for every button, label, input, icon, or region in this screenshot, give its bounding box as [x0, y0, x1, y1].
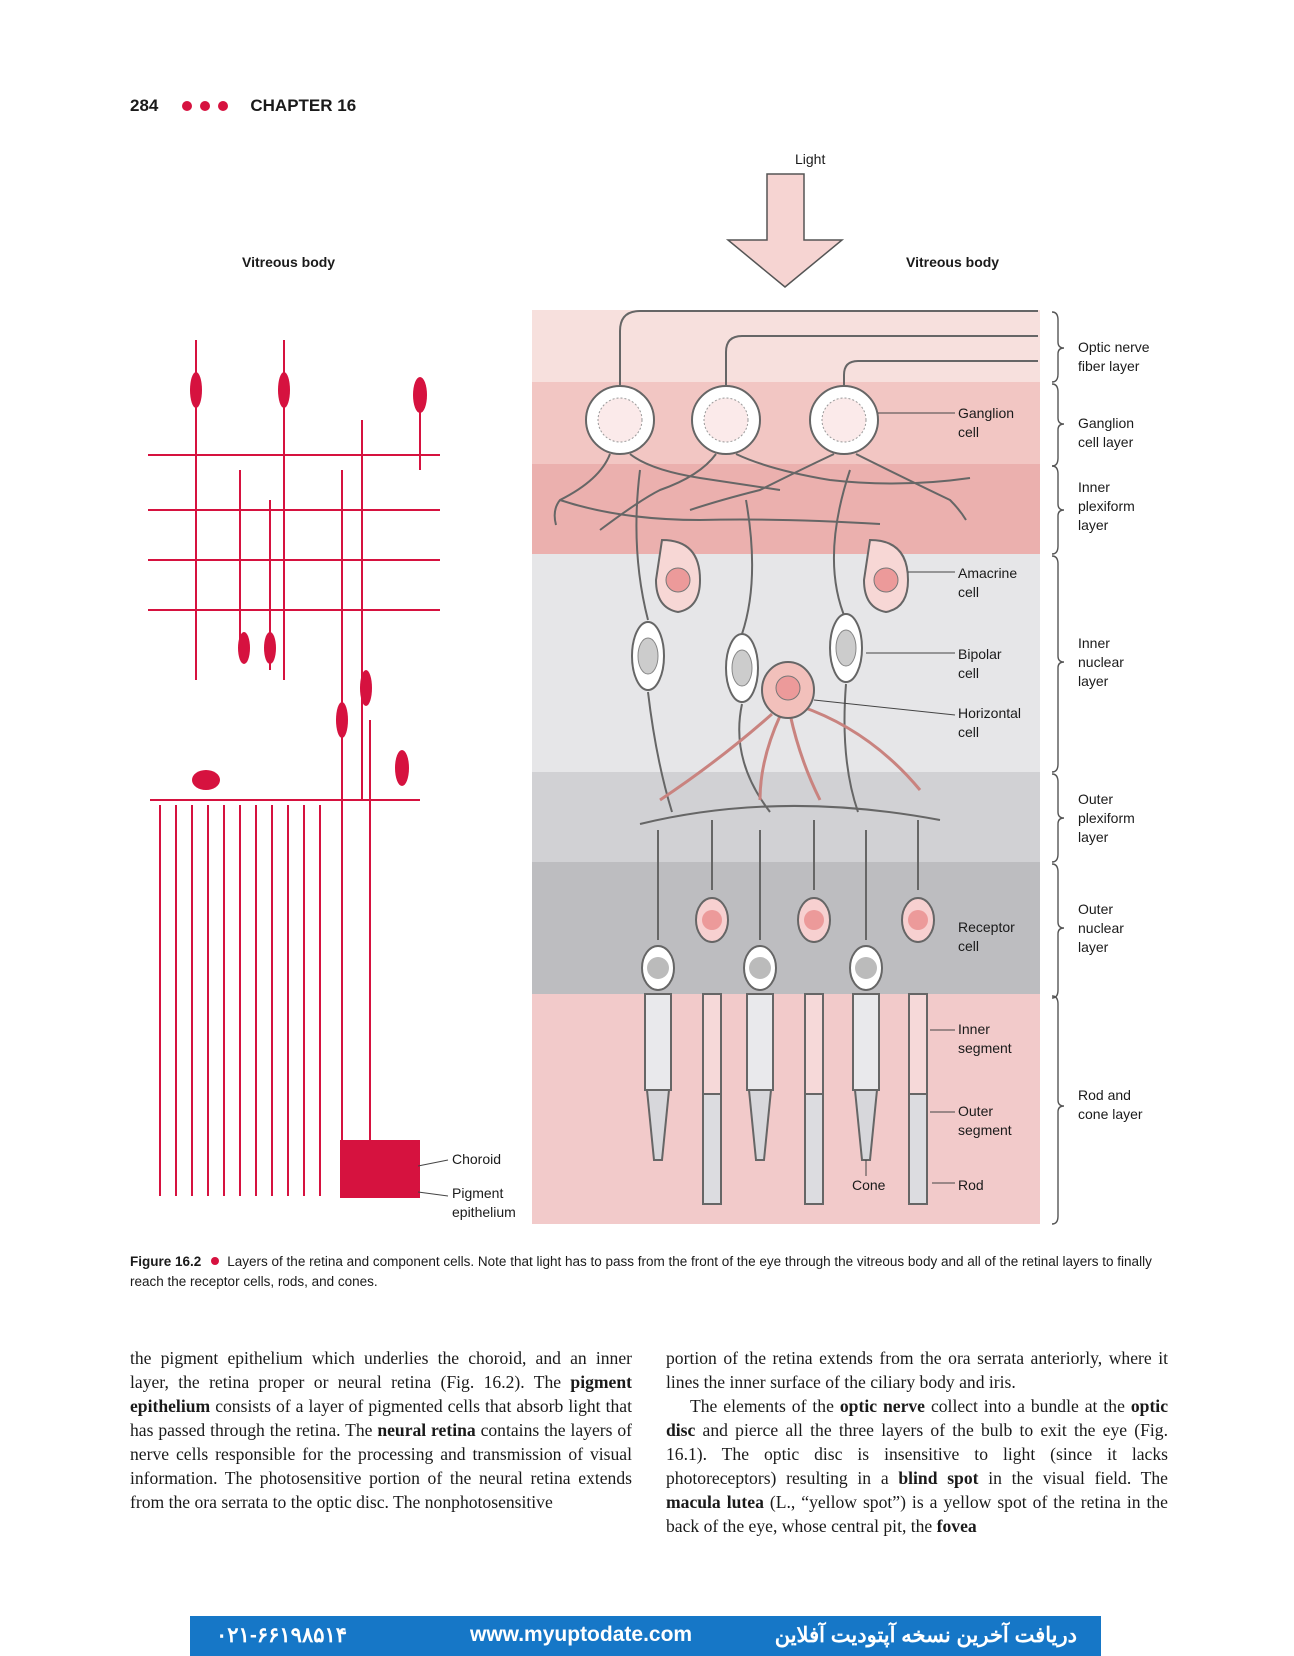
body-column-right: portion of the retina extends from the o… — [666, 1346, 1168, 1538]
ganglion-cells — [586, 386, 878, 454]
layer-ganglion-cell: Ganglioncell layer — [1078, 414, 1134, 452]
vitreous-left-label: Vitreous body — [242, 253, 335, 272]
band-outer-plexiform — [532, 772, 1040, 862]
footer-persian: دریافت آخرین نسخه آپتودیت آفلاین — [775, 1623, 1077, 1648]
layer-inner-nuclear: Innernuclearlayer — [1078, 634, 1124, 691]
label-ganglion-cell: Ganglioncell — [958, 404, 1014, 442]
label-receptor-cell: Receptorcell — [958, 918, 1015, 956]
label-outer-segment: Outersegment — [958, 1102, 1012, 1140]
figure-number: Figure 16.2 — [130, 1254, 201, 1269]
label-choroid: Choroid — [452, 1150, 501, 1169]
label-cone: Cone — [852, 1176, 885, 1195]
label-amacrine-cell: Amacrinecell — [958, 564, 1017, 602]
label-rod: Rod — [958, 1176, 984, 1195]
vitreous-right-label: Vitreous body — [906, 253, 999, 272]
footer-banner: ۰۲۱-۶۶۱۹۸۵۱۴ www.myuptodate.com دریافت آ… — [190, 1616, 1101, 1656]
footer-url[interactable]: www.myuptodate.com — [470, 1623, 692, 1647]
label-inner-segment: Innersegment — [958, 1020, 1012, 1058]
label-bipolar-cell: Bipolarcell — [958, 645, 1002, 683]
light-arrow — [728, 174, 842, 287]
layer-optic-nerve-fiber: Optic nervefiber layer — [1078, 338, 1150, 376]
histology-nuclei — [190, 372, 427, 1198]
layer-inner-plexiform: Innerplexiformlayer — [1078, 478, 1135, 535]
band-optic-fiber — [532, 310, 1040, 382]
figure-caption: Figure 16.2Layers of the retina and comp… — [130, 1252, 1170, 1292]
layer-rod-cone: Rod andcone layer — [1078, 1086, 1143, 1124]
footer-phone: ۰۲۱-۶۶۱۹۸۵۱۴ — [216, 1623, 347, 1648]
label-pigment-epithelium: Pigmentepithelium — [452, 1184, 516, 1222]
layer-outer-plexiform: Outerplexiformlayer — [1078, 790, 1135, 847]
light-label: Light — [795, 150, 825, 169]
label-horizontal-cell: Horizontalcell — [958, 704, 1021, 742]
retina-figure — [0, 0, 1294, 1250]
layer-outer-nuclear: Outernuclearlayer — [1078, 900, 1124, 957]
caption-text: Layers of the retina and component cells… — [130, 1254, 1152, 1289]
body-column-left: the pigment epithelium which underlies t… — [130, 1346, 632, 1514]
